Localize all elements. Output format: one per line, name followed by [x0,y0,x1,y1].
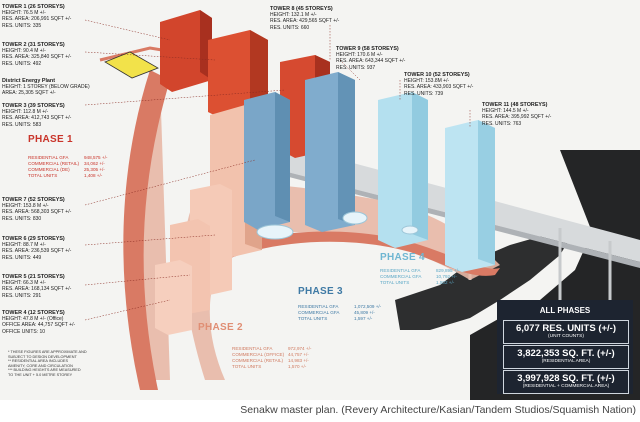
water-shore [395,230,575,330]
phase-2-title: PHASE 2 [198,322,243,333]
all-phases-summary: ALL PHASES 6,077 RES. UNITS (+/-) (UNIT … [497,300,633,394]
total-units-box: 6,077 RES. UNITS (+/-) (UNIT COUNTS) [503,320,629,344]
image-caption: Senakw master plan. (Revery Architecture… [240,404,636,416]
tower-4-label: TOWER 4 (12 STOREYS) HEIGHT: 47.8 M +/- … [2,310,76,335]
district-energy-plant [104,51,159,79]
tower-3-label: TOWER 3 (39 STOREYS) HEIGHT: 112.8 M +/-… [2,103,72,128]
phase4-towers [378,92,495,272]
footnotes: * THESE FIGURES ARE APPROXIMATE AND SUBJ… [8,350,87,377]
all-phases-title: ALL PHASES [539,306,591,315]
tower-8-label: TOWER 8 (45 STOREYS) HEIGHT: 132.1 M +/-… [270,6,340,31]
site-illustration [84,10,640,400]
residential-area-box: 3,822,353 SQ. FT. (+/-) (RESIDENTIAL ARE… [503,345,629,369]
site-ground [131,80,501,380]
phase-3-title: PHASE 3 [298,286,343,297]
tower-2-label: TOWER 2 (31 STOREYS) HEIGHT: 90.4 M +/- … [2,42,72,67]
phase-1-title: PHASE 1 [28,134,73,145]
tower-9-label: TOWER 9 (58 STOREYS) HEIGHT: 170.6 M +/-… [336,46,406,71]
tower-6-label: TOWER 6 (29 STOREYS) HEIGHT: 88.7 M +/- … [2,236,72,261]
tower-7-label: TOWER 7 (52 STOREYS) HEIGHT: 153.8 M +/-… [2,197,72,222]
total-area-box: 3,997,928 SQ. FT. (+/-) (RESIDENTIAL + C… [503,370,629,394]
tower-10-label: TOWER 10 (52 STOREYS) HEIGHT: 153.8M +/-… [404,72,474,97]
phase-4-title: PHASE 4 [380,252,425,263]
tower-5-label: TOWER 5 (21 STOREYS) HEIGHT: 66.3 M +/- … [2,274,72,299]
tower-11-label: TOWER 11 (48 STOREYS) HEIGHT: 144.5 M +/… [482,102,552,127]
master-plan-diagram: TOWER 1 (26 STOREYS) HEIGHT: 76.5 M +/- … [0,0,640,400]
phase3-towers [244,72,355,232]
district-energy-plant-label: District Energy Plant HEIGHT: 1 STOREY (… [2,78,90,97]
tower-1-label: TOWER 1 (26 STOREYS) HEIGHT: 76.5 M +/- … [2,4,72,29]
